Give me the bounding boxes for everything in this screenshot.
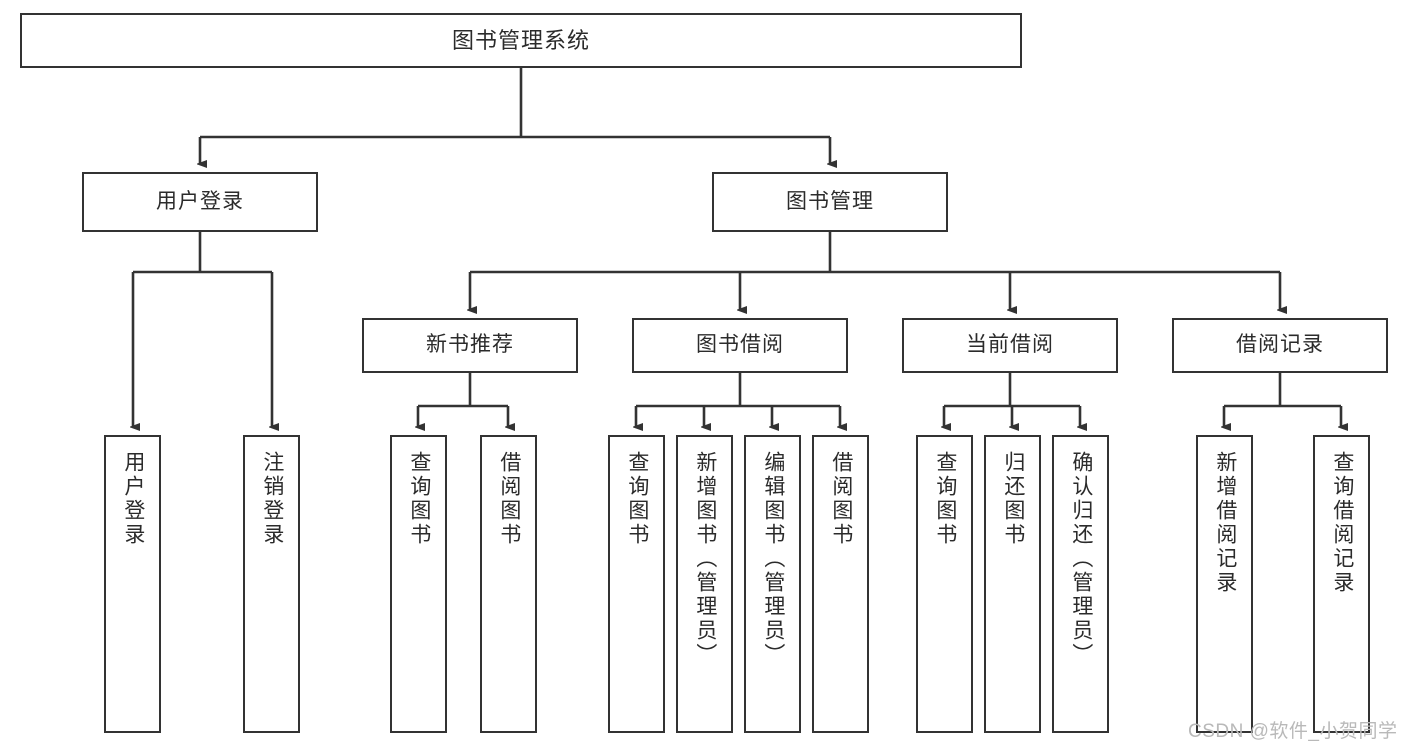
- node-root[interactable]: 图书管理系统: [20, 13, 1022, 68]
- node-leaf-edit-book[interactable]: 编辑图书（管理员）: [744, 435, 801, 733]
- node-leaf-query-book-3[interactable]: 查询图书: [916, 435, 973, 733]
- node-leaf-logout-label: 注销登录: [260, 451, 284, 547]
- node-leaf-borrow-book-2-label: 借阅图书: [829, 451, 853, 547]
- node-borrow-record-label: 借阅记录: [1236, 333, 1324, 357]
- node-leaf-borrow-book-1[interactable]: 借阅图书: [480, 435, 537, 733]
- node-current-borrow[interactable]: 当前借阅: [902, 318, 1118, 373]
- node-leaf-add-record[interactable]: 新增借阅记录: [1196, 435, 1253, 733]
- node-new-book-recommend-label: 新书推荐: [426, 333, 514, 357]
- node-leaf-user-login-label: 用户登录: [121, 451, 145, 547]
- node-leaf-return-book-label: 归还图书: [1001, 451, 1025, 547]
- node-leaf-query-book-3-label: 查询图书: [933, 451, 957, 547]
- node-leaf-confirm-return[interactable]: 确认归还（管理员）: [1052, 435, 1109, 733]
- node-root-label: 图书管理系统: [451, 27, 590, 53]
- node-book-management[interactable]: 图书管理: [712, 172, 948, 232]
- node-leaf-edit-book-label: 编辑图书（管理员）: [761, 451, 785, 667]
- node-leaf-borrow-book-2[interactable]: 借阅图书: [812, 435, 869, 733]
- node-leaf-user-login[interactable]: 用户登录: [104, 435, 161, 733]
- node-leaf-query-book-1-label: 查询图书: [407, 451, 431, 547]
- node-book-management-label: 图书管理: [786, 189, 874, 213]
- node-book-borrow-label: 图书借阅: [696, 333, 784, 357]
- node-leaf-logout[interactable]: 注销登录: [243, 435, 300, 733]
- node-borrow-record[interactable]: 借阅记录: [1172, 318, 1388, 373]
- node-leaf-query-book-2-label: 查询图书: [625, 451, 649, 547]
- node-leaf-return-book[interactable]: 归还图书: [984, 435, 1041, 733]
- node-leaf-add-book-label: 新增图书（管理员）: [693, 451, 717, 667]
- node-leaf-confirm-return-label: 确认归还（管理员）: [1069, 451, 1093, 667]
- node-leaf-add-record-label: 新增借阅记录: [1213, 451, 1237, 595]
- node-leaf-query-record-label: 查询借阅记录: [1330, 451, 1354, 595]
- node-user-login-label: 用户登录: [156, 189, 244, 213]
- node-current-borrow-label: 当前借阅: [966, 333, 1054, 357]
- node-leaf-borrow-book-1-label: 借阅图书: [497, 451, 521, 547]
- node-leaf-query-book-2[interactable]: 查询图书: [608, 435, 665, 733]
- node-new-book-recommend[interactable]: 新书推荐: [362, 318, 578, 373]
- node-leaf-query-record[interactable]: 查询借阅记录: [1313, 435, 1370, 733]
- node-user-login[interactable]: 用户登录: [82, 172, 318, 232]
- node-book-borrow[interactable]: 图书借阅: [632, 318, 848, 373]
- node-leaf-add-book[interactable]: 新增图书（管理员）: [676, 435, 733, 733]
- node-leaf-query-book-1[interactable]: 查询图书: [390, 435, 447, 733]
